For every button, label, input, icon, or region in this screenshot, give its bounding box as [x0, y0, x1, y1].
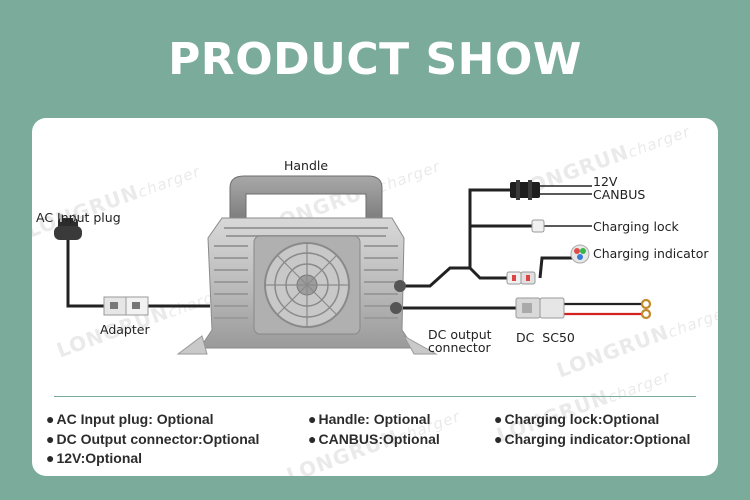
legend-item: ●AC Input plug: Optional	[46, 411, 214, 427]
legend-item: ●Charging lock:Optional	[494, 411, 660, 427]
label-charging-indicator: Charging indicator	[593, 246, 709, 261]
label-charging-lock: Charging lock	[593, 219, 679, 234]
product-panel: LONGRUNcharger LONGRUNcharger LONGRUNcha…	[32, 118, 718, 476]
charger-body	[176, 217, 438, 355]
label-dc-sc50: DC SC50	[516, 330, 575, 345]
fan	[253, 235, 361, 335]
legend-item: ●Charging indicator:Optional	[494, 430, 691, 447]
ac-plug	[54, 214, 82, 240]
indicator-led-icon	[570, 244, 590, 264]
legend-column-2: ●Handle: Optional ●CANBUS:Optional	[308, 410, 440, 449]
sc50-wires	[562, 302, 642, 316]
legend-column-1: ●AC Input plug: Optional ●DC Output conn…	[46, 410, 259, 469]
legend-item: ●12V:Optional	[46, 450, 143, 466]
ring-terminals	[640, 298, 652, 320]
label-dc-output-connector: DC output connector	[428, 327, 492, 355]
canbus-connector	[510, 180, 540, 200]
page-title: PRODUCT SHOW	[168, 34, 582, 85]
charger-diagram	[54, 175, 652, 355]
legend-column-3: ●Charging lock:Optional ●Charging indica…	[494, 410, 690, 449]
adapter-connector	[103, 296, 149, 316]
label-canbus: 12V CANBUS	[593, 174, 646, 202]
legend-item: ●DC Output connector:Optional	[46, 430, 260, 447]
label-ac-input-plug: AC Input plug	[36, 210, 121, 225]
divider	[54, 396, 696, 397]
label-handle: Handle	[284, 158, 329, 173]
canbus-wires	[540, 185, 592, 195]
legend-item: ●CANBUS:Optional	[308, 430, 440, 447]
charging-lock-connector	[531, 219, 545, 233]
charging-indicator-connector	[506, 271, 536, 285]
legend-item: ●Handle: Optional	[308, 411, 431, 427]
ac-cable	[66, 233, 210, 308]
handle	[229, 175, 383, 219]
sc50-connector	[515, 297, 565, 319]
signal-cables	[400, 188, 572, 288]
label-adapter: Adapter	[100, 322, 150, 337]
